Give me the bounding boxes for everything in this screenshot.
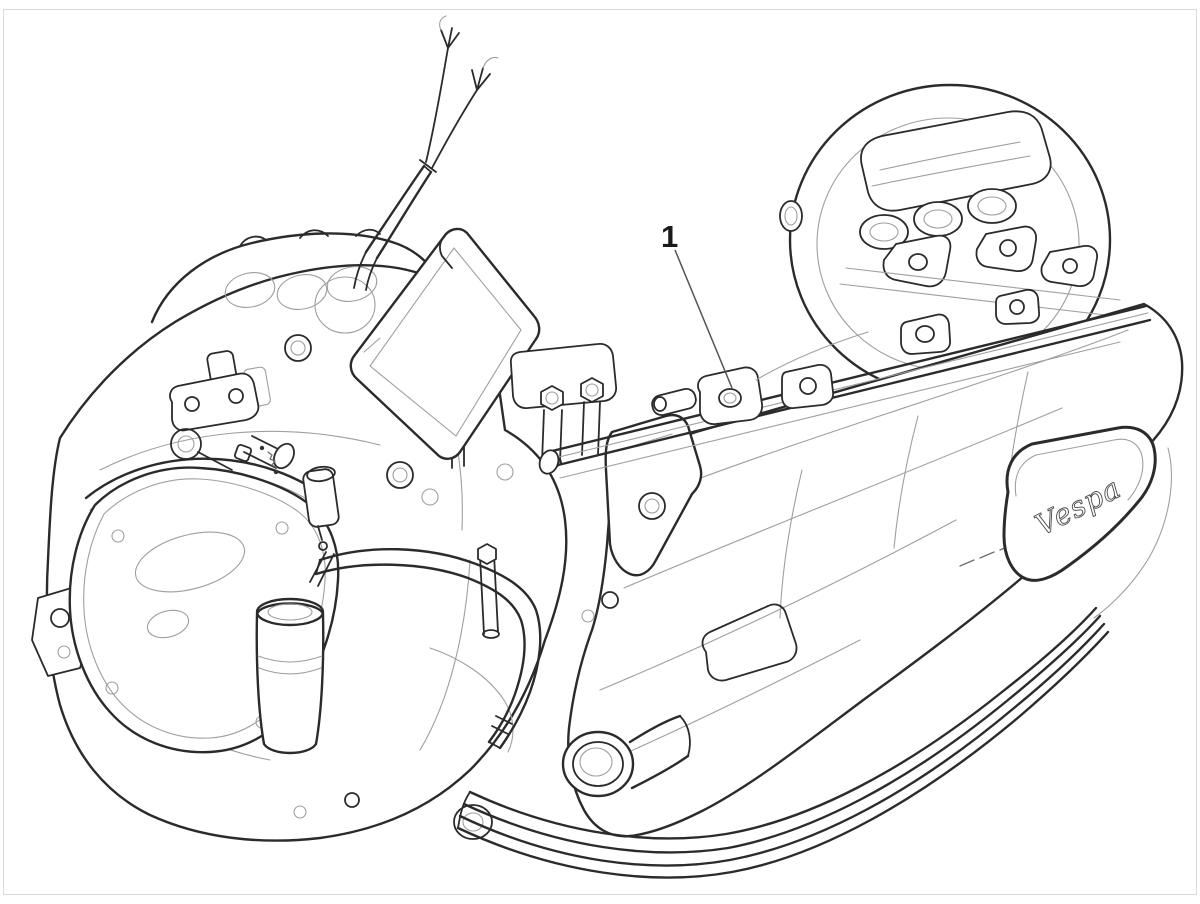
mount-bracket-drawing (477, 343, 703, 639)
intake-port-drawing (561, 714, 691, 798)
mounting-rail-drawing (538, 288, 1152, 479)
cooling-fins-drawing (456, 606, 1110, 879)
coolant-hose-drawing (309, 547, 542, 750)
flywheel-housing-drawing (779, 83, 1121, 397)
vespa-badge: Vespa (1002, 425, 1172, 619)
wiring-harness-drawing (353, 15, 499, 291)
callout-1-leader-line (674, 249, 733, 389)
callout-1-label[interactable]: 1 (661, 219, 678, 254)
oil-filter-drawing (255, 597, 325, 755)
cvt-cover-drawing (567, 302, 1184, 838)
airbox-cover-drawing (349, 227, 541, 460)
callout-1: 1 (661, 219, 733, 389)
throttle-cluster-drawing (169, 372, 340, 551)
page-border (3, 9, 1197, 895)
